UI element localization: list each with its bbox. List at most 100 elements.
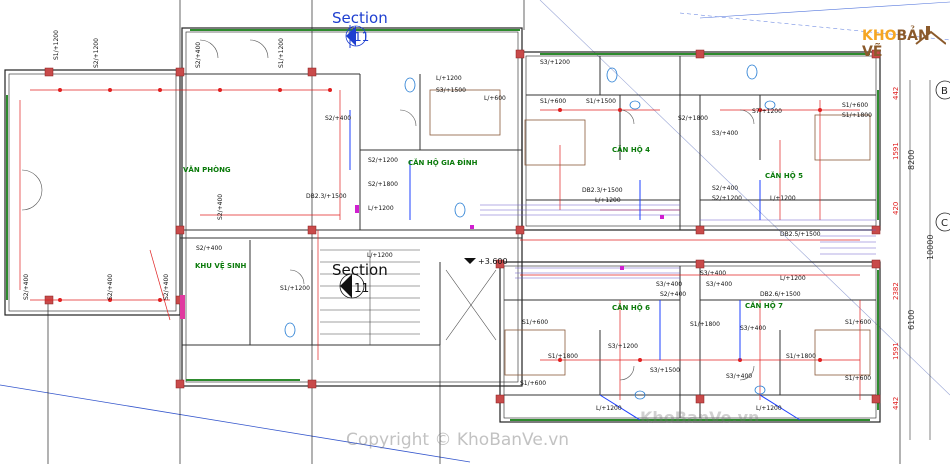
drawing-element	[758, 108, 762, 112]
drawing-element	[320, 249, 497, 345]
fixture-label: L/+1200	[367, 252, 393, 259]
fixture-label: L/+600	[484, 95, 506, 102]
fixture-label: S2/+1200	[93, 38, 100, 68]
brand-logo	[856, 24, 946, 64]
level-marker: +3.600	[478, 257, 508, 266]
fixture-label: S2/+1200	[368, 157, 398, 164]
drawing-element	[503, 265, 877, 419]
fixture-label: S1/+1200	[53, 30, 60, 60]
drawing-element	[349, 110, 801, 421]
drawing-element	[328, 88, 332, 92]
drawing-element	[44, 49, 881, 404]
drawing-element	[606, 67, 618, 83]
drawing-element	[558, 108, 562, 112]
fixture-label: L/+1200	[780, 275, 806, 282]
drawing-element	[679, 12, 950, 41]
fixture-label: S2/+1800	[368, 181, 398, 188]
room-label-apt4: CĂN HỘ 4	[612, 145, 650, 154]
fixture-label: S1/+1500	[586, 98, 616, 105]
drawing-element	[495, 259, 505, 269]
drawing-element	[180, 295, 185, 319]
grid-bubble-c: C	[941, 218, 948, 229]
drawing-element	[504, 329, 566, 376]
dim-6100: 6100	[907, 310, 916, 330]
drawing-element: 420	[892, 202, 900, 215]
drawing-element	[180, 295, 185, 319]
drawing-element	[699, 1, 950, 19]
room-label-wc: KHU VỆ SINH	[195, 261, 247, 270]
drawing-element	[445, 269, 497, 341]
drawing-element	[464, 258, 476, 264]
drawing-element	[524, 119, 586, 166]
fixture-label: S3/+400	[656, 281, 682, 288]
drawing-element	[58, 88, 62, 92]
drawing-element	[764, 100, 776, 110]
fixture-label: DB2.6/+1500	[760, 291, 801, 298]
drawing-element	[746, 64, 758, 80]
drawing-element	[935, 80, 950, 232]
drawing-element	[470, 225, 474, 229]
drawing-element	[480, 204, 876, 279]
drawing-element	[399, 109, 417, 127]
drawing-element	[0, 384, 471, 463]
drawing-element	[660, 215, 664, 219]
drawing-element	[249, 39, 269, 59]
drawing-element	[871, 259, 881, 269]
fixture-label: S3/+400	[712, 130, 738, 137]
drawing-element	[181, 27, 523, 387]
drawing-element	[909, 80, 931, 440]
copyright-text: Copyright © KhoBanVe.vn	[346, 430, 570, 450]
drawing-element	[180, 56, 876, 418]
fixture-label: S1/+1200	[280, 285, 310, 292]
fixture-label: S2/+400	[325, 115, 351, 122]
drawing-element	[346, 26, 356, 46]
room-label-office: VĂN PHÒNG	[183, 165, 231, 174]
fixture-label: S2/+400	[712, 185, 738, 192]
drawing-element	[307, 67, 317, 77]
drawing-element	[158, 88, 162, 92]
drawing-element	[218, 88, 222, 92]
drawing-element: 8200 10000 6100	[907, 150, 935, 330]
drawing-element	[8, 73, 177, 312]
house-icon	[915, 26, 946, 45]
drawing-element	[21, 39, 755, 381]
drawing-element	[515, 225, 525, 235]
drawing-element	[44, 67, 54, 77]
drawing-element	[814, 329, 871, 376]
drawing-element	[149, 249, 171, 321]
fixture-label: S1/+600	[520, 380, 546, 387]
fixture-label: S3/+1500	[436, 87, 466, 94]
drawing-element	[599, 394, 641, 421]
section-number-mid: 11	[354, 281, 369, 295]
brand-logo-text: KHOBẢN VẼ	[862, 28, 950, 60]
drawing-element	[695, 49, 705, 59]
drawing-element	[289, 269, 305, 285]
fixture-label: DB2.3/+1500	[306, 193, 347, 200]
drawing-element	[185, 31, 519, 383]
drawing-element: 2382	[892, 282, 900, 300]
fixture-label: L/+1200	[756, 405, 782, 412]
drawing-element	[429, 89, 501, 136]
room-label-apt6: CĂN HỘ 6	[612, 303, 650, 312]
drawing-element: S1/+1200 S2/+1200 S2/+400 S1/+1200 L/+12…	[23, 30, 872, 412]
drawing-element	[754, 385, 766, 395]
drawing-element	[199, 39, 219, 59]
drawing-element: 1591	[892, 342, 900, 360]
fixture-label: S2/+1800	[678, 115, 708, 122]
fixture-label: S3/+1200	[608, 343, 638, 350]
section-number-top: 11	[354, 30, 369, 44]
drawing-element	[4, 69, 181, 316]
drawing-element	[634, 390, 646, 400]
fixture-label: S2/+400	[196, 245, 222, 252]
drawing-element: 442	[892, 87, 900, 100]
drawing-element	[339, 25, 367, 299]
drawing-element	[521, 51, 881, 231]
drawing-element	[935, 80, 950, 100]
fixture-label: L/+1200	[368, 205, 394, 212]
drawing-element	[515, 49, 525, 59]
fixture-label: S1/+1200	[278, 38, 285, 68]
room-label-family: CĂN HỘ GIA ĐÌNH	[408, 158, 478, 167]
fixture-label: S2/+400	[163, 274, 170, 300]
drawing-element	[175, 379, 185, 389]
